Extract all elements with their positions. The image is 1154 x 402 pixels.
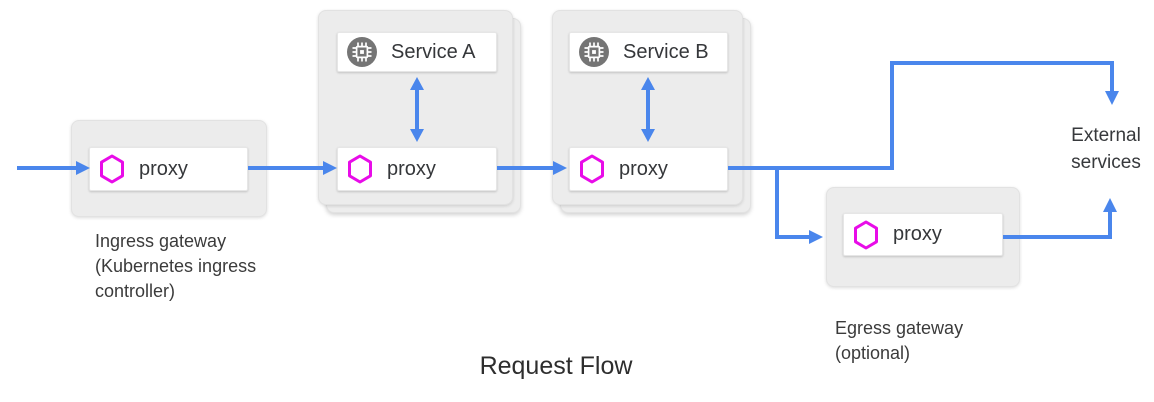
- ingress-proxy-box: proxy: [89, 147, 248, 191]
- ingress-caption-line3: controller): [95, 281, 176, 301]
- egress-caption-line2: (optional): [835, 343, 911, 363]
- egress-gateway-caption: Egress gateway (optional): [835, 316, 963, 366]
- ingress-caption-line2: (Kubernetes ingress: [95, 256, 257, 276]
- service-b-proxy-box: proxy: [569, 147, 728, 191]
- service-a-proxy-label: proxy: [387, 157, 436, 180]
- service-b-label: Service B: [623, 40, 709, 63]
- egress-proxy-label: proxy: [893, 223, 942, 245]
- external-caption-line1: External: [1071, 125, 1141, 146]
- proxy-hexagon-icon: [347, 154, 373, 184]
- diagram-title: Request Flow: [479, 352, 633, 380]
- proxy-hexagon-icon: [99, 154, 125, 184]
- service-chip-icon: [347, 37, 377, 67]
- proxy-hexagon-icon: [853, 220, 879, 250]
- arrowhead-external-bottom: [1103, 198, 1117, 212]
- arrow-service-b-to-external: [728, 61, 1114, 170]
- service-a-label: Service A: [391, 40, 476, 63]
- service-chip-icon: [579, 37, 609, 67]
- external-caption-line2: services: [1071, 152, 1141, 173]
- service-a-box: Service A: [337, 32, 497, 72]
- ingress-proxy-label: proxy: [139, 157, 188, 180]
- proxy-hexagon-icon: [579, 154, 605, 184]
- ingress-caption-line1: Ingress gateway: [95, 231, 227, 251]
- arrowhead-into-egress: [809, 230, 823, 244]
- service-b-box: Service B: [569, 32, 728, 72]
- ingress-gateway-caption: Ingress gateway (Kubernetes ingress cont…: [95, 229, 256, 304]
- arrowhead-external-top: [1105, 91, 1119, 105]
- egress-proxy-box: proxy: [843, 213, 1003, 256]
- service-b-proxy-label: proxy: [619, 157, 668, 180]
- external-services-label: External services: [1056, 122, 1154, 176]
- service-a-proxy-box: proxy: [337, 147, 497, 191]
- arrow-branch-to-egress: [775, 168, 810, 239]
- egress-caption-line1: Egress gateway: [835, 318, 964, 338]
